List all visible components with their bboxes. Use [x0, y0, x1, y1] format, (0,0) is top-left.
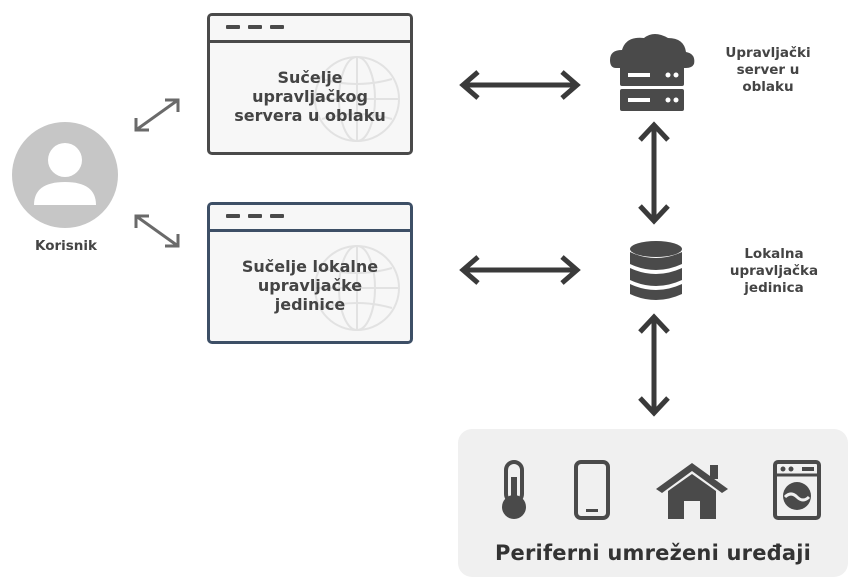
- globe-icon: [314, 56, 400, 142]
- cloud-ui-label: Sučelje upravljačkog servera u oblaku: [234, 67, 386, 125]
- user-local-ui-arrow: [134, 214, 180, 248]
- washing-machine-icon: [773, 460, 821, 520]
- local-unit-interface-window: Sučelje lokalne upravljačke jedinice: [207, 202, 413, 344]
- local-unit-peripherals-arrow: [638, 313, 670, 417]
- house-icon: [656, 463, 728, 519]
- peripherals-title: Periferni umreženi uređaji: [494, 541, 812, 565]
- local-unit-label: Lokalna upravljačka jedinica: [729, 246, 819, 296]
- window-titlebar: [210, 16, 410, 43]
- local-ui-unit-arrow: [459, 255, 581, 285]
- cloud-server-icon: [610, 34, 695, 111]
- cloud-server-interface-window: Sučelje upravljačkog servera u oblaku: [207, 13, 413, 155]
- peripherals-panel: Periferni umreženi uređaji: [458, 429, 848, 577]
- user-avatar-icon: [12, 122, 118, 228]
- user-label: Korisnik: [34, 238, 98, 254]
- local-ui-label: Sučelje lokalne upravljačke jedinice: [241, 256, 379, 314]
- database-icon: [630, 241, 682, 300]
- smartphone-icon: [574, 460, 610, 520]
- globe-icon: [314, 245, 400, 331]
- server-local-unit-arrow: [638, 121, 670, 225]
- thermometer-icon: [502, 460, 526, 519]
- cloud-ui-server-arrow: [459, 70, 581, 100]
- window-titlebar: [210, 205, 410, 232]
- cloud-server-label: Upravljački server u oblaku: [725, 45, 811, 95]
- user-cloud-ui-arrow: [134, 98, 180, 132]
